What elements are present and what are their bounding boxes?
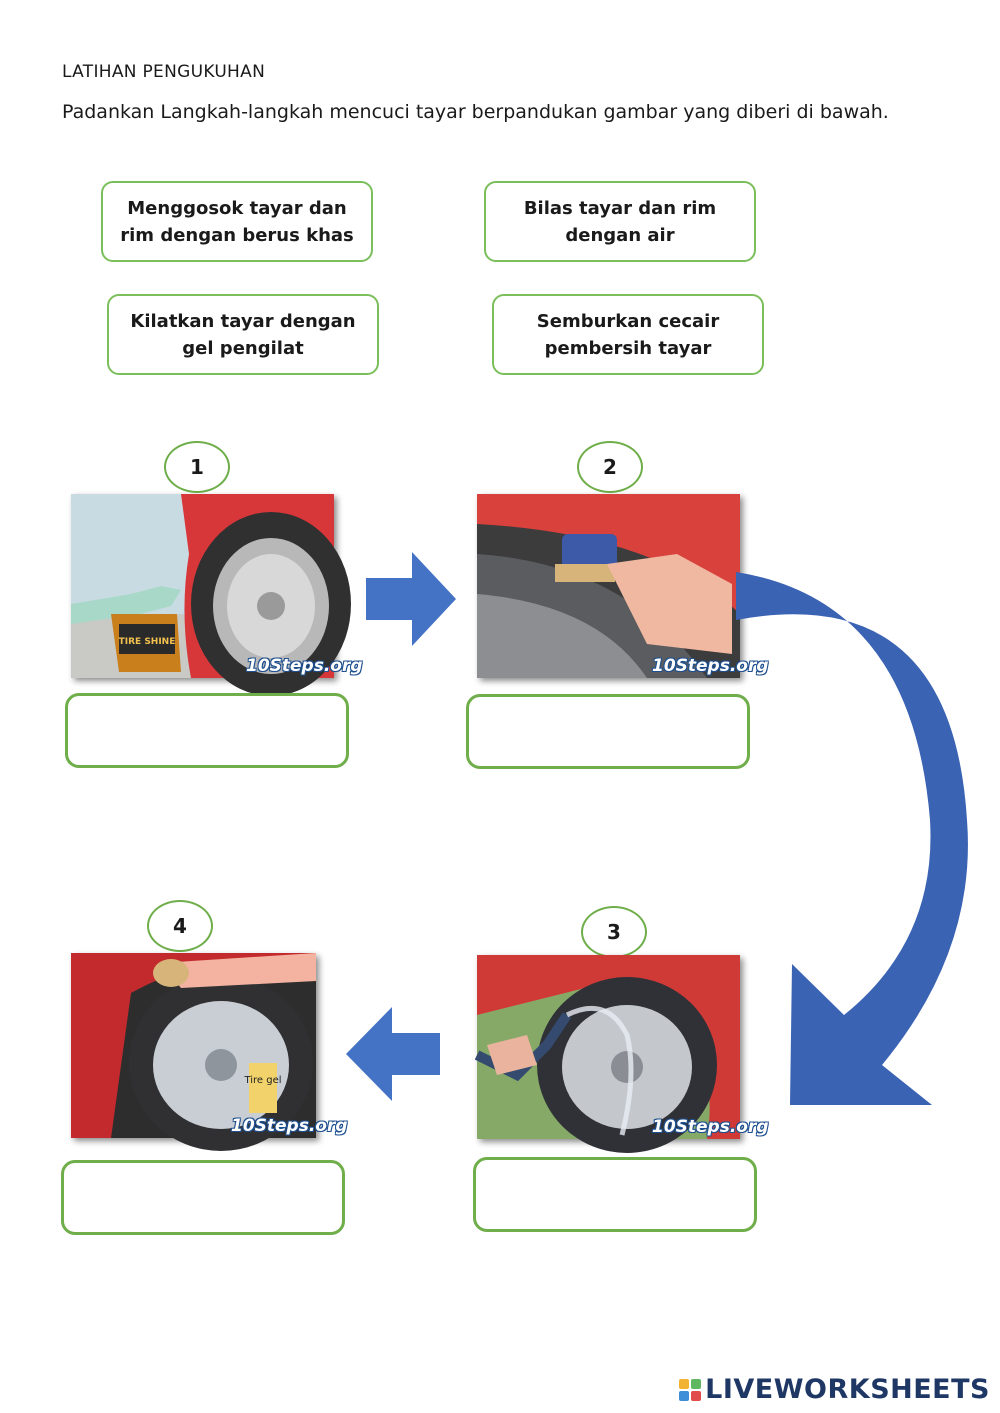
image-watermark: 10Steps.org [231,1116,348,1136]
arrow-right-icon [366,552,456,646]
option-text-line: pembersih tayar [544,337,712,359]
option-text-line: Menggosok tayar dan [127,197,347,219]
liveworksheets-logo: LIVEWORKSHEETS [679,1374,990,1405]
option-text-line: dengan air [565,224,675,246]
option-card-spray[interactable]: Semburkan cecair pembersih tayar [492,294,764,375]
option-card-scrub[interactable]: Menggosok tayar dan rim dengan berus kha… [101,181,373,262]
step-number-3: 3 [581,906,647,958]
curved-arrow-down-icon [736,572,968,1105]
image-watermark: 10Steps.org [652,656,769,676]
bottle-label: TIRE SHINE [119,637,176,647]
option-text-line: Bilas tayar dan rim [523,197,717,219]
answer-dropbox-step-1[interactable] [65,693,349,768]
step-number-4: 4 [147,900,213,952]
brand-name: LIVEWORKSHEETS [705,1374,990,1405]
answer-dropbox-step-3[interactable] [473,1157,757,1232]
option-card-rinse[interactable]: Bilas tayar dan rim dengan air [484,181,756,262]
option-text-line: Semburkan cecair [536,310,720,332]
image-watermark: 10Steps.org [652,1117,769,1137]
option-text-line: Kilatkan tayar dengan [130,310,356,332]
worksheet-instruction: Padankan Langkah-langkah mencuci tayar b… [62,101,889,123]
step-number-2: 2 [577,441,643,493]
option-text-line: rim dengan berus khas [120,224,354,246]
liveworksheets-logo-icon [679,1378,702,1401]
answer-dropbox-step-4[interactable] [61,1160,345,1235]
image-watermark: 10Steps.org [246,656,363,676]
step-4-image: Tire gel 10Steps.org [71,953,348,1151]
option-text-line: gel pengilat [182,337,304,359]
step-1-image: TIRE SHINE 10Steps.org [71,494,363,696]
step-number-1: 1 [164,441,230,493]
worksheet-heading: LATIHAN PENGUKUHAN [62,62,266,82]
step-3-image: 10Steps.org [474,955,769,1153]
bottle-label: Tire gel [243,1075,281,1086]
answer-dropbox-step-2[interactable] [466,694,750,769]
step-2-image: 10Steps.org [477,494,769,678]
option-card-shine[interactable]: Kilatkan tayar dengan gel pengilat [107,294,379,375]
arrow-left-icon [346,1007,440,1101]
